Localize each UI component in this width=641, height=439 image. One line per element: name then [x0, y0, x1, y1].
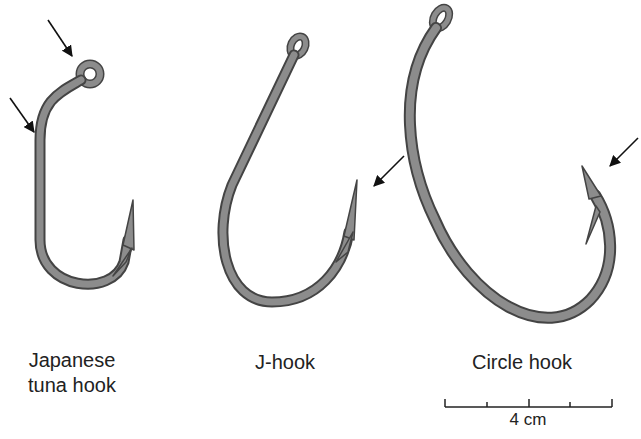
- j-hook: [223, 34, 357, 302]
- circle-hook: [410, 5, 610, 318]
- pointer-arrows: [10, 20, 638, 186]
- scale-bar: [445, 399, 612, 407]
- hook-name: Japanese tuna hook: [17, 348, 127, 398]
- hook-name: Circle hook: [442, 350, 602, 375]
- hook-name: J-hook: [215, 350, 355, 375]
- tuna-hook: [40, 64, 134, 284]
- scale-label: 4 cm: [483, 410, 573, 430]
